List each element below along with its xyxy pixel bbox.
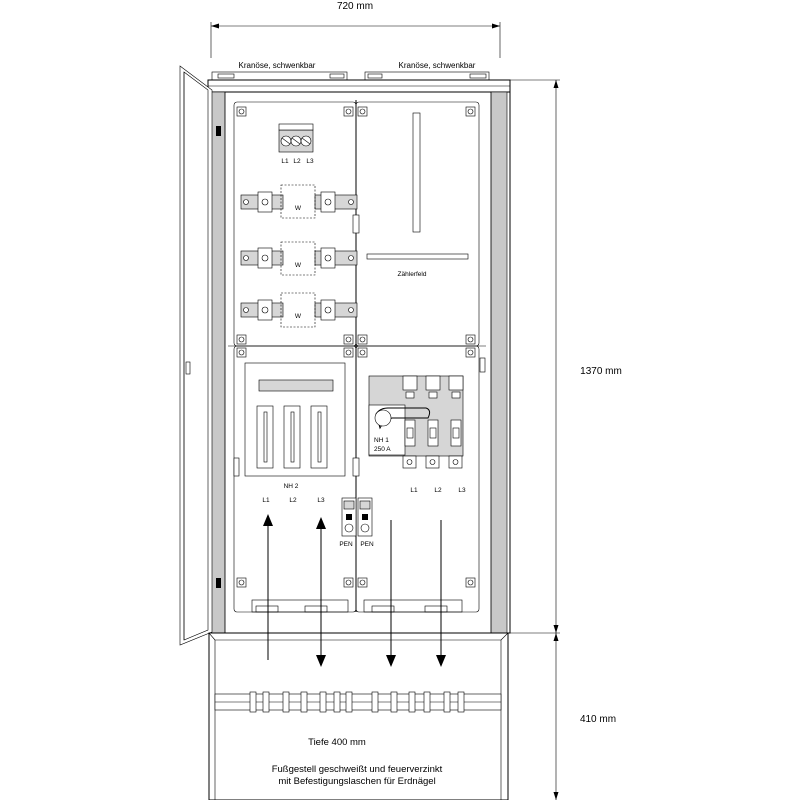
cable-arrows — [263, 514, 446, 667]
nh1-switch: NH 1 250 A L1 L2 L3 — [368, 375, 466, 494]
meter-w2-label: W — [295, 262, 302, 269]
cabinet-body — [207, 79, 511, 634]
nh2-l1-label: L1 — [262, 497, 270, 504]
width-dimension: 720 mm — [210, 1, 501, 58]
width-label: 720 mm — [337, 1, 373, 12]
cabinet-height-label: 1370 mm — [580, 366, 622, 377]
lifting-eye-right-label: Kranöse, schwenkbar — [399, 61, 476, 70]
nh1-label: NH 1 — [374, 437, 389, 444]
meter-row-3: W — [240, 292, 358, 328]
nh2-l3-label: L3 — [317, 497, 325, 504]
nh1-l2-label: L2 — [434, 487, 442, 494]
nh1-l3-label: L3 — [458, 487, 466, 494]
base-note-line2: mit Befestigungslaschen für Erdnägel — [278, 776, 435, 787]
pen-left-label: PEN — [339, 541, 353, 548]
nh1-l1-label: L1 — [410, 487, 418, 494]
lifting-eye-right — [364, 71, 490, 81]
meter-row-1: W — [240, 184, 358, 219]
cable-entries — [251, 599, 463, 613]
meter-field-label: Zählerfeld — [398, 271, 427, 278]
meter-w3-label: W — [295, 313, 302, 320]
nh1-rating-label: 250 A — [374, 446, 391, 453]
pen-terminals: PEN PEN — [339, 497, 374, 548]
meter-w1-label: W — [295, 205, 302, 212]
terminal-block: L1 L2 L3 — [278, 123, 314, 165]
nh2-label: NH 2 — [284, 483, 299, 490]
lifting-eye-left — [211, 71, 348, 81]
lifting-eye-left-label: Kranöse, schwenkbar — [239, 61, 316, 70]
terminal-l3-label: L3 — [306, 158, 314, 165]
pen-right-label: PEN — [360, 541, 374, 548]
open-door — [179, 65, 486, 646]
terminal-l2-label: L2 — [293, 158, 301, 165]
nh2-l2-label: L2 — [289, 497, 297, 504]
height-dimensions: 1370 mm 410 mm — [505, 79, 622, 800]
nh2-fuse-base: NH 2 L1 L2 L3 — [244, 362, 346, 504]
base-note-line1: Fußgestell geschweißt und feuerverzinkt — [272, 764, 443, 775]
panel-screws — [233, 106, 476, 588]
depth-label: Tiefe 400 mm — [308, 737, 366, 748]
terminal-l1-label: L1 — [281, 158, 289, 165]
base-frame: Tiefe 400 mm Fußgestell geschweißt und f… — [208, 632, 509, 800]
base-height-label: 410 mm — [580, 714, 616, 725]
inner-panels — [228, 100, 486, 613]
meter-row-2: W — [240, 241, 358, 276]
meter-field: Zählerfeld — [366, 112, 469, 278]
